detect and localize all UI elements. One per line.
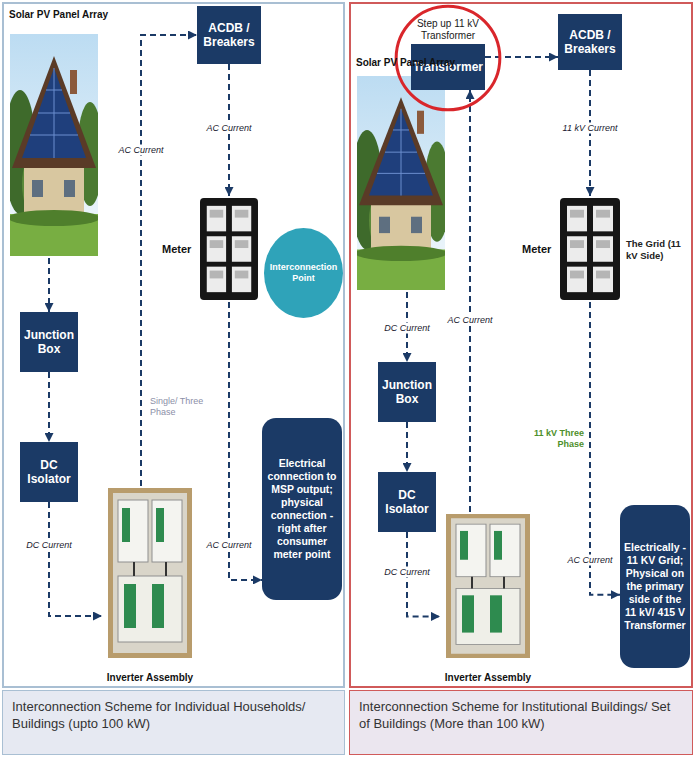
meter-photo [560,198,620,300]
edge-label: AC Current [445,315,494,326]
dashed-connector [590,302,620,595]
meter-text: Meter [522,243,558,256]
dashed-connector [229,302,262,580]
component-box: DC Isolator [20,442,78,502]
photo-text: Solar PV Panel Array [353,56,461,69]
meter-text: Meter [162,243,198,256]
interconnection-circle: Interconnection Point [264,228,343,318]
panel-text: Interconnection Scheme for Institutional… [349,690,693,755]
meter-photo [200,198,258,300]
inverter-assembly: Inverter Assembly [440,512,536,686]
edge-label: AC Current [565,555,614,566]
dashed-connector [48,258,50,312]
solar-array: Solar PV Panel Array [353,56,461,292]
rbox-text: Electrically - 11 KV Grid; Physical on t… [623,541,687,632]
ellipse-outline [264,228,343,318]
box-text: DC Isolator [380,488,434,516]
dashed-connector [48,372,50,442]
inverter-text: Inverter Assembly [102,672,198,686]
inverter-photo [446,514,530,658]
panel-text: Interconnection Scheme for Individual Ho… [2,690,345,755]
connection-note: Electrically - 11 KV Grid; Physical on t… [620,505,690,668]
edge-label: AC Current [204,123,253,134]
phase-note: Single/ Three Phase [150,396,222,418]
box-text: ACDB / Breakers [199,21,259,49]
solar-house-photo [4,34,103,256]
dashed-connector [141,35,197,486]
rbox-text: Electrical connection to MSP output; phy… [265,457,339,561]
component-box: ACDB / Breakers [558,14,622,70]
dashed-connector [49,502,102,616]
connection-note: Electrical connection to MSP output; phy… [262,418,342,600]
solar-array: Solar PV Panel Array [6,8,114,258]
box-text: DC Isolator [22,458,76,486]
scheme-panel: Interconnection Scheme for Institutional… [349,2,693,688]
edge-label: DC Current [382,323,432,334]
dashed-connector [406,422,408,472]
inverter-text: Inverter Assembly [440,672,536,686]
phase-note: 11 kV Three Phase [514,428,584,450]
edge-label: AC Current [204,540,253,551]
meter: Meter [522,196,622,302]
ellipse-text: Interconnection Point [268,262,340,284]
box-text: Junction Box [380,378,434,406]
inverter-assembly: Inverter Assembly [102,486,198,686]
connectors [49,35,620,616]
component-box: ACDB / Breakers [197,6,261,64]
scheme-panel: Interconnection Scheme for Individual Ho… [2,2,345,688]
component-box: Junction Box [20,312,78,372]
ring-text: Step up 11 kV Transformer [407,18,489,42]
component-box: DC Isolator [378,472,436,532]
edge-label: DC Current [382,567,432,578]
photo-text: Solar PV Panel Array [6,8,114,21]
component-box: Junction Box [378,362,436,422]
edge-label: 11 kV Current [561,123,620,134]
dashed-connector [469,90,471,512]
inverter-photo [108,488,192,658]
box-text: Junction Box [22,328,76,356]
meter: Meter [162,196,258,302]
edge-label: AC Current [116,145,165,156]
dashed-connector [485,56,558,58]
box-text: ACDB / Breakers [560,28,620,56]
edge-label: DC Current [24,540,74,551]
grid-label: The Grid (11 kV Side) [626,238,688,261]
